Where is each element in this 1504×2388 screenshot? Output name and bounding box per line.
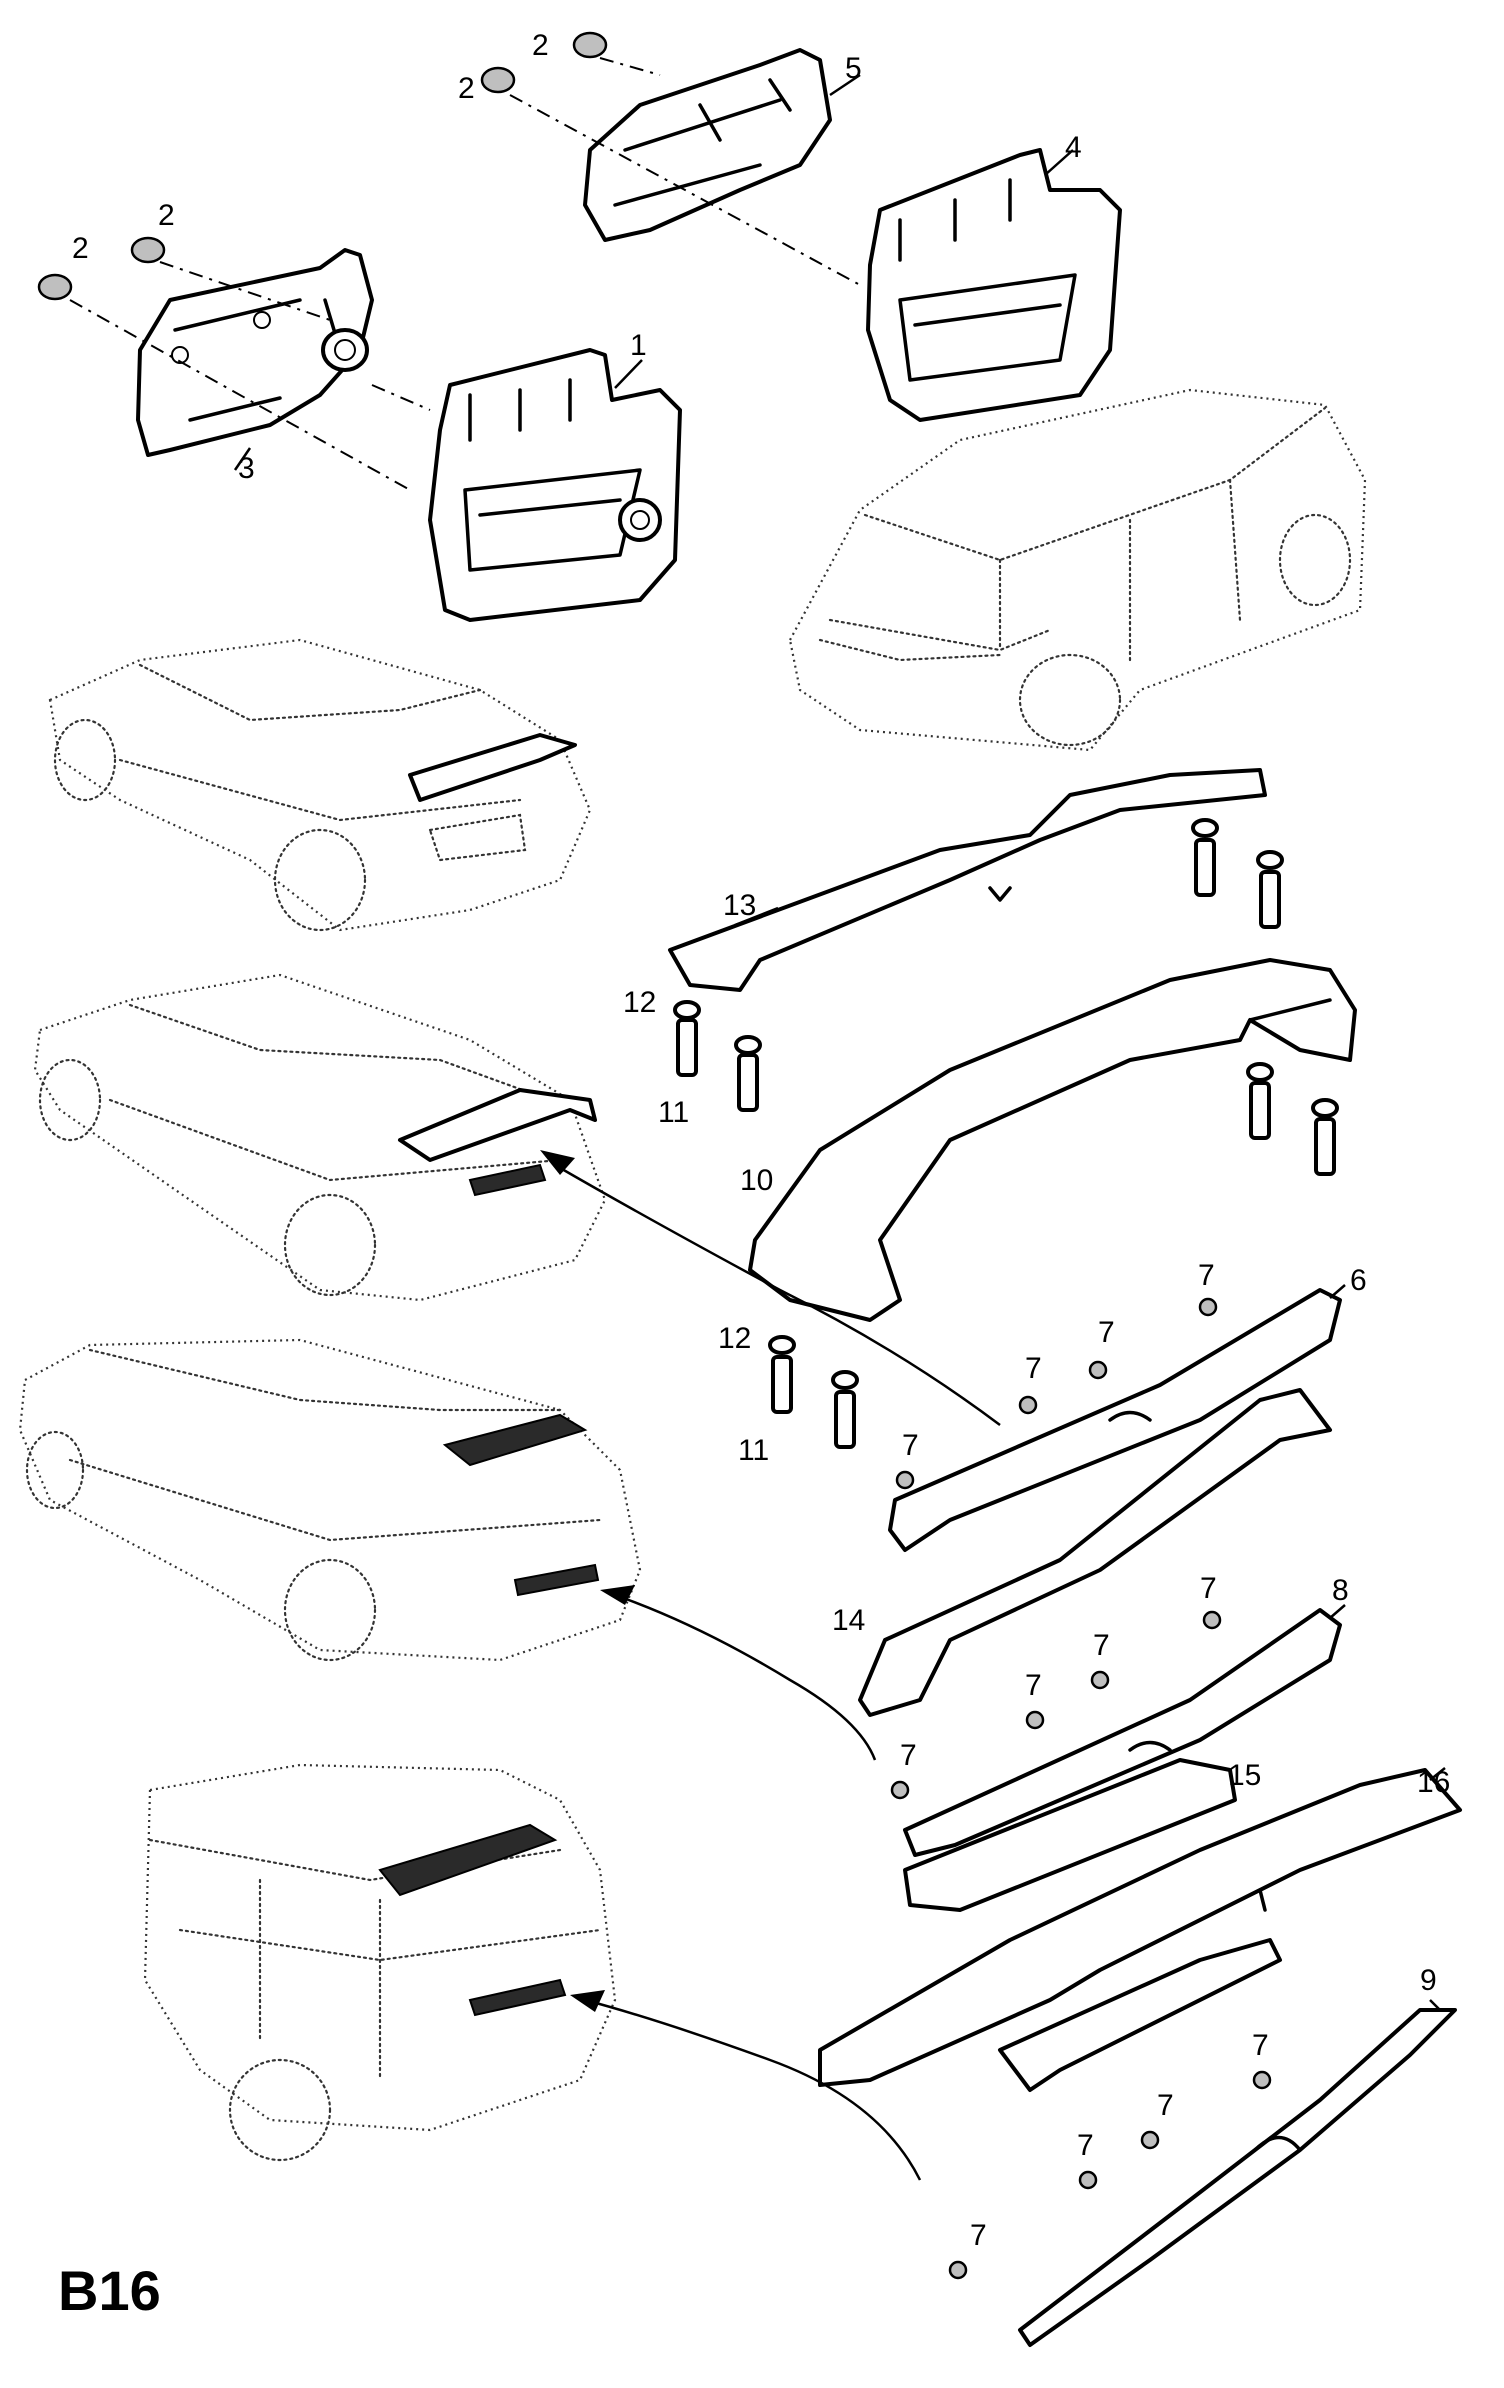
trim-9: [1018, 2008, 1457, 2347]
callout-7-j: 7: [1157, 2089, 1174, 2122]
trim-15: [903, 1758, 1237, 1912]
callout-15: 15: [1228, 1759, 1261, 1792]
bolts-spoiler-13: [1191, 818, 1284, 929]
callout-7-a: 7: [1198, 1259, 1215, 1292]
trim-16: [818, 1768, 1462, 2092]
page-code: B16: [58, 2259, 161, 2322]
car-wagon-14: [18, 1338, 642, 1662]
callout-6: 6: [1350, 1264, 1367, 1297]
car-front-view: [788, 388, 1367, 752]
callout-11-a: 11: [658, 1096, 689, 1129]
spoiler-10: [748, 958, 1357, 1322]
callout-2-c: 2: [458, 72, 475, 105]
callout-2-b: 2: [158, 199, 175, 232]
callout-12-b: 12: [718, 1322, 751, 1355]
assembly-line-right: [509, 57, 861, 286]
callout-7-b: 7: [1098, 1316, 1115, 1349]
bolts-12-11-a: [673, 1000, 762, 1112]
rear-handle: [866, 148, 1122, 422]
bolts-12-11-b: [768, 1335, 859, 1449]
assembly-line-left-b: [159, 261, 431, 411]
callout-7-e: 7: [1200, 1572, 1217, 1605]
clips-7: [890, 1297, 1272, 2280]
callout-2-a: 2: [72, 232, 89, 265]
callout-labels: 1 2 2 2 2 3 4 5 13 12 11 10 6 7 7 7 7 12…: [72, 29, 1450, 2252]
front-handle: [428, 348, 682, 622]
callout-7-c: 7: [1025, 1352, 1042, 1385]
front-handle-bracket: [136, 248, 374, 457]
callout-8: 8: [1332, 1574, 1349, 1607]
callout-12-a: 12: [623, 986, 656, 1019]
callout-10: 10: [740, 1164, 773, 1197]
callout-7-d: 7: [902, 1429, 919, 1462]
arrow-to-car-mpv: [570, 1990, 922, 2181]
callout-7-l: 7: [970, 2219, 987, 2252]
callout-1: 1: [630, 329, 647, 362]
callout-2-d: 2: [532, 29, 549, 62]
trim-6: [888, 1288, 1342, 1552]
callout-14: 14: [832, 1604, 865, 1637]
callout-7-g: 7: [1025, 1669, 1042, 1702]
nuts-right: [480, 31, 608, 94]
callout-leaders: [233, 73, 1446, 2011]
nuts-left: [37, 236, 166, 301]
callout-7-h: 7: [900, 1739, 917, 1772]
spoiler-13: [668, 768, 1267, 992]
rear-handle-bracket: [583, 48, 832, 242]
callout-4: 4: [1065, 131, 1082, 164]
callout-9: 9: [1420, 1964, 1437, 1997]
callout-3: 3: [238, 452, 255, 485]
spoiler-14: [858, 1388, 1332, 1717]
callout-7-i: 7: [1252, 2029, 1269, 2062]
callout-7-k: 7: [1077, 2129, 1094, 2162]
bolts-spoiler-10: [1246, 1062, 1339, 1176]
car-hatchback-10: [33, 973, 607, 1302]
callout-7-f: 7: [1093, 1629, 1110, 1662]
callout-5: 5: [845, 52, 862, 85]
callout-13: 13: [723, 889, 756, 922]
car-hatchback-13: [48, 638, 592, 932]
car-mpv-9-16: [143, 1763, 617, 2162]
arrow-to-car-14: [600, 1585, 877, 1761]
callout-11-b: 11: [738, 1434, 769, 1467]
callout-16: 16: [1417, 1766, 1450, 1799]
arrow-to-car-10: [540, 1150, 1001, 1427]
trim-8: [903, 1608, 1342, 1857]
assembly-line-left-a: [69, 299, 411, 491]
